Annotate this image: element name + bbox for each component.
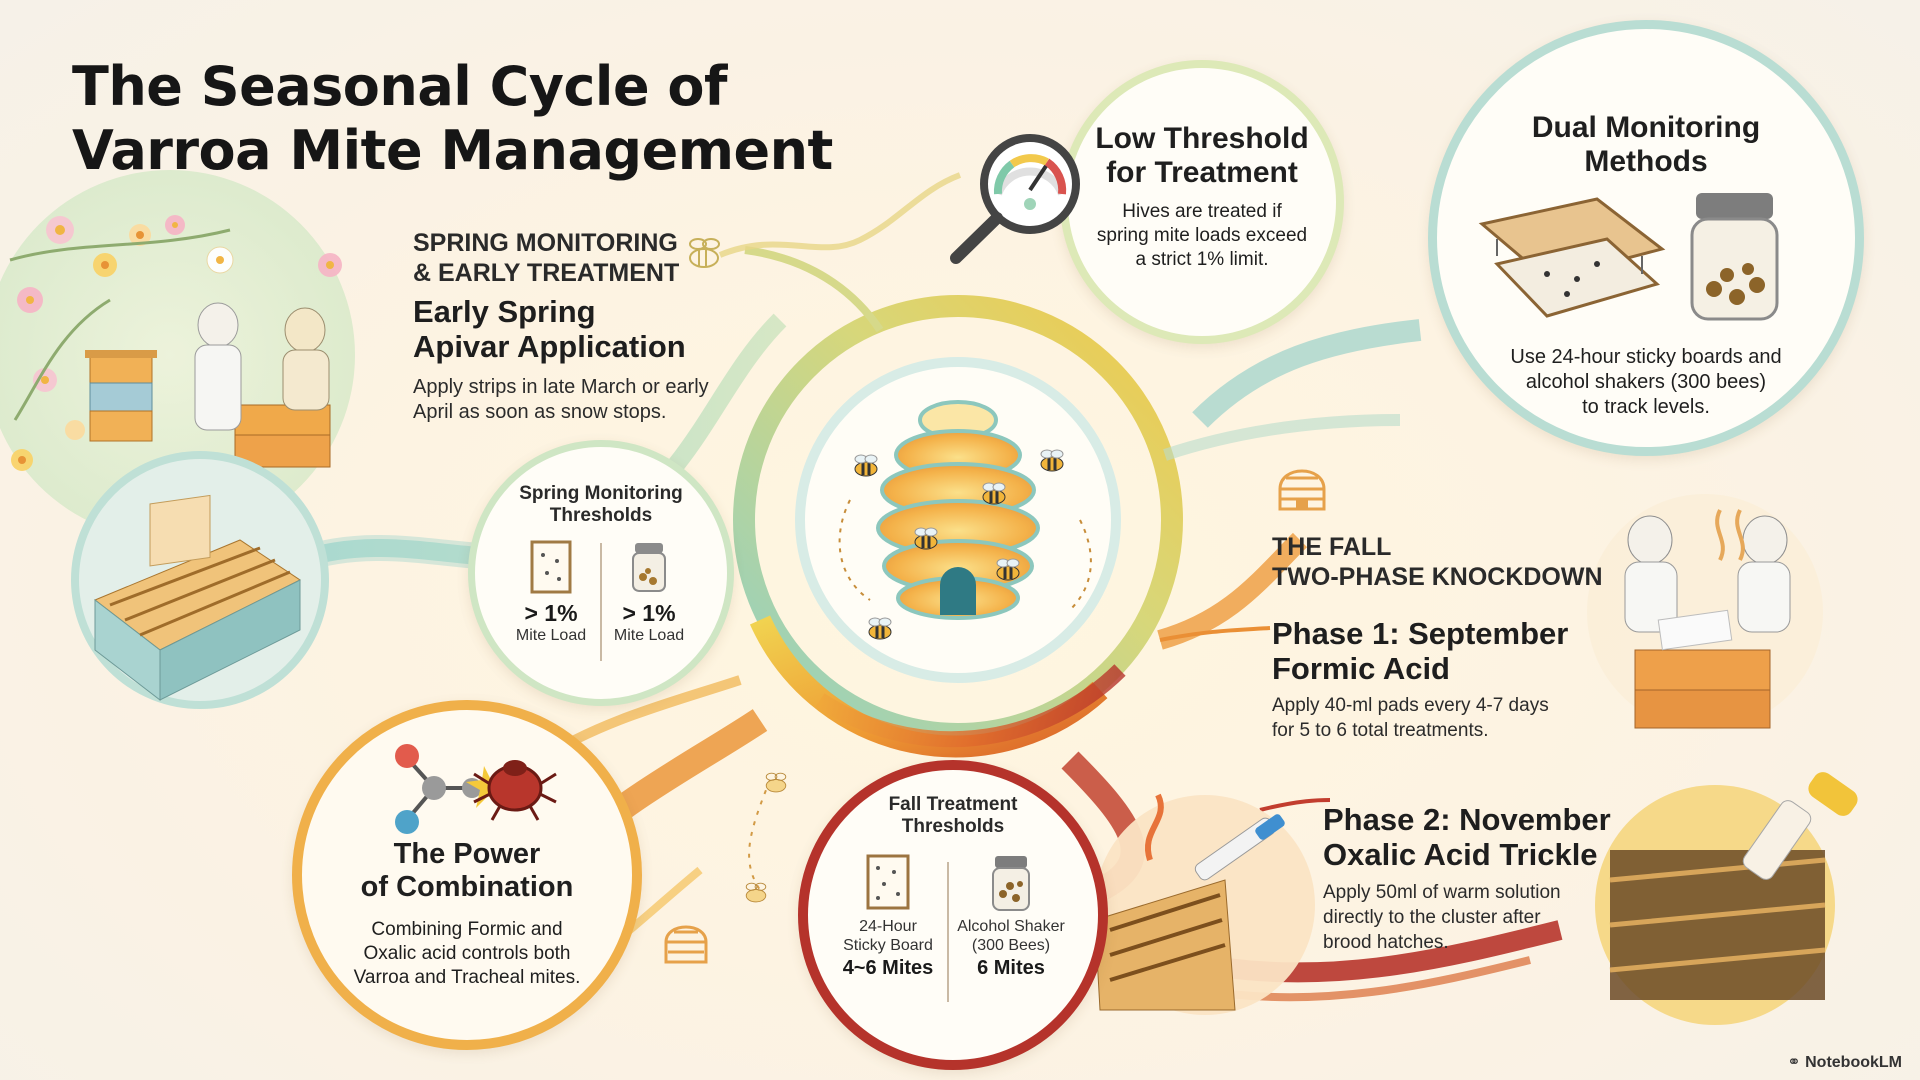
phase2-text-line-1: Apply 50ml of warm solution: [1323, 882, 1561, 903]
spring-thresholds-bubble: Spring Monitoring Thresholds > 1% Mite L…: [468, 440, 734, 706]
bee-icon: [848, 452, 884, 485]
sticky-board-icon: [530, 540, 572, 594]
fall-section-line-2: TWO-PHASE KNOCKDOWN: [1272, 563, 1603, 591]
notebooklm-watermark: ⚭ NotebookLM: [1787, 1052, 1902, 1072]
magnifier-gauge-icon: [950, 134, 1080, 264]
combination-text-1: Combining Formic and: [371, 919, 563, 940]
phase1-heading-line-2: Formic Acid: [1272, 651, 1450, 686]
molecule-icon: [395, 744, 510, 834]
fall-thresholds-bubble: Fall Treatment Thresholds 24-Hour Sticky…: [798, 760, 1108, 1070]
bee-icon: [689, 238, 720, 268]
bee-icon: [1034, 447, 1070, 480]
phase2-heading: Phase 2: November Oxalic Acid Trickle: [1323, 802, 1611, 872]
alcohol-shaker-icon: [992, 856, 1030, 911]
phase2-text-line-3: brood hatches.: [1323, 932, 1449, 953]
title-line-2: Varroa Mite Management: [72, 119, 833, 182]
dual-monitoring-bubble: Dual Monitoring Methods Use 24-hour stic…: [1428, 20, 1864, 456]
bee-icon: [740, 880, 772, 911]
combination-text-3: Varroa and Tracheal mites.: [353, 967, 581, 988]
spring-thresholds-title-2: Thresholds: [549, 505, 653, 526]
divider: [600, 543, 602, 661]
sticky-board-icon: [866, 854, 910, 910]
low-threshold-text-2: spring mite loads exceed: [1096, 225, 1308, 246]
spring-description: Apply strips in late March or early Apri…: [413, 375, 709, 425]
phase2-description: Apply 50ml of warm solution directly to …: [1323, 880, 1561, 955]
beehive-icon: [1272, 455, 1332, 520]
dual-monitoring-title-2: Methods: [1584, 145, 1708, 178]
spring-threshold-right: > 1% Mite Load: [609, 539, 689, 645]
low-threshold-bubble: Low Threshold for Treatment Hives are tr…: [1060, 60, 1344, 344]
phase2-text-line-2: directly to the cluster after: [1323, 907, 1541, 928]
dual-monitoring-text-1: Use 24-hour sticky boards and: [1510, 346, 1782, 368]
phase1-description: Apply 40-ml pads every 4-7 days for 5 to…: [1272, 693, 1549, 743]
notebooklm-logo-icon: ⚭: [1787, 1054, 1801, 1071]
fall-threshold-left-value: 4~6 Mites: [842, 957, 934, 979]
fall-threshold-left-label-2: Sticky Board: [843, 937, 933, 954]
spring-threshold-left-label: Mite Load: [515, 627, 587, 644]
combination-bubble: The Power of Combination Combining Formi…: [292, 700, 642, 1050]
title-line-1: The Seasonal Cycle of: [72, 55, 727, 118]
alcohol-shaker-icon: [1690, 193, 1779, 321]
bee-icon: [990, 556, 1026, 589]
spring-threshold-left-value: > 1%: [524, 600, 578, 626]
alcohol-shaker-icon: [632, 543, 666, 592]
bee-icon: [976, 480, 1012, 513]
spring-threshold-left: > 1% Mite Load: [511, 539, 591, 645]
spring-threshold-right-label: Mite Load: [613, 627, 685, 644]
beehive-illustration: [876, 400, 1040, 620]
low-threshold-title-2: for Treatment: [1106, 156, 1298, 189]
fall-threshold-right: Alcohol Shaker (300 Bees) 6 Mites: [950, 852, 1072, 981]
bee-icon: [760, 770, 792, 801]
combination-title-1: The Power: [393, 838, 541, 870]
page-title: The Seasonal Cycle of Varroa Mite Manage…: [72, 55, 833, 183]
spring-text-line-1: Apply strips in late March or early: [413, 376, 709, 398]
spring-section-heading: SPRING MONITORING & EARLY TREATMENT: [413, 228, 679, 288]
low-threshold-text-3: a strict 1% limit.: [1135, 249, 1269, 270]
phase2-heading-line-2: Oxalic Acid Trickle: [1323, 837, 1598, 872]
dual-monitoring-text-3: to track levels.: [1582, 396, 1710, 418]
bee-icon: [908, 525, 944, 558]
phase2-heading-line-1: Phase 2: November: [1323, 802, 1611, 837]
sticky-board-icon: [1478, 197, 1666, 318]
mite-icon: [473, 760, 557, 821]
fall-threshold-left: 24-Hour Sticky Board 4~6 Mites: [828, 852, 948, 981]
low-threshold-title-1: Low Threshold: [1095, 122, 1309, 155]
spring-section-line-2: & EARLY TREATMENT: [413, 259, 680, 287]
dual-monitoring-text-2: alcohol shakers (300 bees): [1525, 371, 1767, 393]
low-threshold-text-1: Hives are treated if: [1122, 201, 1282, 222]
fall-threshold-left-label-1: 24-Hour: [859, 918, 917, 935]
dual-monitoring-title-1: Dual Monitoring: [1531, 111, 1761, 144]
fall-thresholds-title-1: Fall Treatment: [888, 794, 1018, 815]
phase1-heading: Phase 1: September Formic Acid: [1272, 616, 1568, 686]
bee-icon: [862, 615, 898, 648]
fall-threshold-right-value: 6 Mites: [977, 957, 1045, 979]
fall-threshold-right-label-1: Alcohol Shaker: [957, 918, 1065, 935]
phase1-text-line-1: Apply 40-ml pads every 4-7 days: [1272, 695, 1549, 716]
phase1-heading-line-1: Phase 1: September: [1272, 616, 1569, 651]
combination-text-2: Oxalic acid controls both: [363, 943, 571, 964]
fall-section-line-1: THE FALL: [1272, 533, 1392, 561]
divider: [947, 862, 949, 1002]
watermark-label: NotebookLM: [1805, 1054, 1902, 1071]
phase1-text-line-2: for 5 to 6 total treatments.: [1272, 720, 1489, 741]
spring-heading: Early Spring Apivar Application: [413, 294, 686, 364]
spring-text-line-2: April as soon as snow stops.: [413, 401, 667, 423]
fall-thresholds-title-2: Thresholds: [901, 816, 1005, 837]
spring-threshold-right-value: > 1%: [622, 600, 676, 626]
fall-threshold-right-label-2: (300 Bees): [971, 937, 1051, 954]
spring-section-line-1: SPRING MONITORING: [413, 229, 678, 257]
spring-heading-line-1: Early Spring: [413, 294, 596, 329]
fall-section-heading: THE FALL TWO-PHASE KNOCKDOWN: [1272, 532, 1603, 592]
spring-thresholds-title-1: Spring Monitoring: [519, 483, 683, 504]
beehive-icon: [658, 912, 714, 973]
spring-heading-line-2: Apivar Application: [413, 329, 686, 364]
combination-title-2: of Combination: [360, 871, 574, 903]
